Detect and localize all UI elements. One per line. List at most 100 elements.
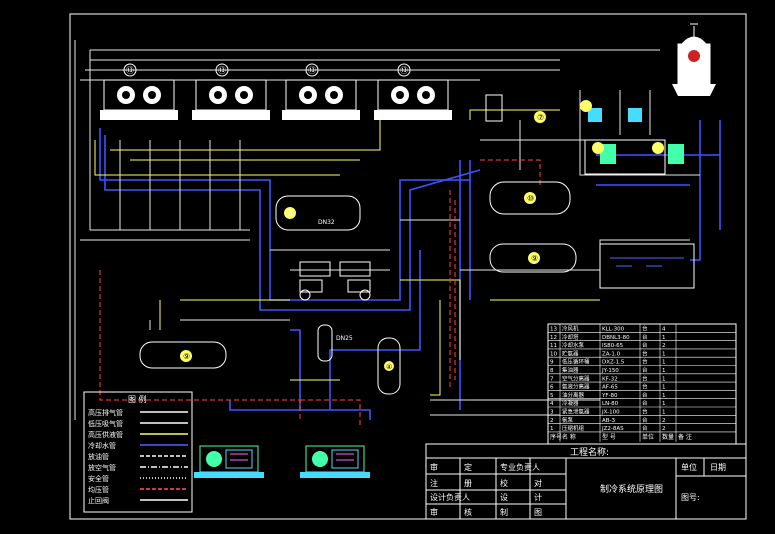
title-cell: 专业负责人 <box>500 462 540 472</box>
title-cell: 设 <box>500 492 508 502</box>
parts-cell: 10 <box>550 351 557 357</box>
air-cooler-4: ⑬ <box>374 63 452 120</box>
label-dn25: DN25 <box>336 335 353 342</box>
parts-cell: 1 <box>550 426 554 432</box>
air-cooler-3: ⑬ <box>282 63 360 120</box>
parts-cell: 1 <box>662 335 666 341</box>
parts-cell: 4 <box>550 401 554 407</box>
cooling-tower <box>672 23 716 96</box>
title-cell: 定 <box>464 462 472 472</box>
parts-cell: 11 <box>550 343 557 349</box>
parts-cell: DXZ-1.5 <box>602 360 625 366</box>
parts-header-cell: 数量 <box>662 433 674 441</box>
parts-cell: JZ2-8AS <box>601 426 624 432</box>
parts-header-cell: 型 号 <box>602 433 616 441</box>
title-cell: 图 <box>534 508 542 517</box>
parts-cell: 台 <box>642 391 648 399</box>
parts-cell: 3 <box>550 410 554 416</box>
title-cell: 校 <box>500 478 508 488</box>
parts-cell: 压缩机组 <box>562 424 585 432</box>
parts-cell: 8 <box>550 368 554 374</box>
parts-cell: 台 <box>642 424 648 432</box>
parts-cell: 7 <box>550 376 554 382</box>
parts-cell: 1 <box>662 368 666 374</box>
ammonia-release: DN25 <box>317 324 353 362</box>
legend-item-label: 高压供液管 <box>88 430 123 439</box>
parts-cell: YF-80 <box>601 393 618 399</box>
parts-row: 12 冷却塔 DBNL3-80 台 1 <box>548 333 736 341</box>
parts-cell: ZA-1.0 <box>602 351 621 357</box>
parts-cell: 台 <box>642 399 648 407</box>
tag-receiver: ⑩ <box>527 194 534 203</box>
parts-cell: 2 <box>662 426 666 432</box>
title-cell: 审 <box>430 462 438 472</box>
parts-cell: KLL-300 <box>602 327 625 333</box>
parts-cell: IS80-65 <box>602 343 624 349</box>
parts-cell: 集油器 <box>562 366 579 374</box>
parts-cell: 1 <box>662 385 666 391</box>
water-piping <box>99 120 721 420</box>
legend-item-label: 放空气管 <box>88 463 116 472</box>
parts-cell: 冷凝器 <box>562 399 579 407</box>
parts-cell: 4 <box>662 327 666 333</box>
parts-cell: 2 <box>662 343 666 349</box>
legend-item-label: 均压管 <box>88 485 109 494</box>
legend-item: 低压吸气管 <box>88 419 188 428</box>
parts-cell: 台 <box>642 341 648 349</box>
legend-item-label: 高压排气管 <box>88 408 123 417</box>
parts-cell: 1 <box>662 410 666 416</box>
tag-cooler-4: ⑬ <box>400 66 408 75</box>
label-dn32: DN32 <box>318 219 335 226</box>
parts-header-cell: 名 称 <box>562 433 576 441</box>
parts-cell: 1 <box>662 360 666 366</box>
air-cooler-1: ⑬ <box>100 63 178 120</box>
parts-cell: 12 <box>550 335 557 341</box>
title-cell: 册 <box>464 479 472 488</box>
unit-label: 单位 <box>681 462 697 472</box>
drawing-no-label: 图号: <box>681 493 700 502</box>
compressor-units <box>194 445 370 478</box>
parts-cell: 空气分离器 <box>562 374 590 382</box>
parts-cell: DBNL3-80 <box>602 335 630 341</box>
legend-item: 高压供液管 <box>88 430 188 439</box>
drawing-frame <box>69 13 747 520</box>
parts-cell: 冷却塔 <box>562 333 579 341</box>
oil-separator: ⑤ DN32 <box>275 195 361 231</box>
low-circulation-drum: ⑨ <box>489 243 577 273</box>
title-block <box>425 443 747 520</box>
parts-cell: 台 <box>642 408 648 416</box>
parts-header-cell: 备 注 <box>678 433 692 441</box>
tag-air-separator: ⑦ <box>537 113 544 122</box>
tag-low-drum: ⑨ <box>183 352 190 361</box>
parts-cell: 油分离器 <box>562 391 585 399</box>
title-cell: 对 <box>534 478 542 488</box>
parts-cell: 台 <box>642 383 648 391</box>
parts-cell: 2 <box>662 418 666 424</box>
parts-cell: 台 <box>642 333 648 341</box>
parts-header: 序号名 称型 号单位数量备 注 <box>550 433 692 441</box>
legend-item-label: 安全管 <box>88 474 109 483</box>
parts-cell: JY-150 <box>601 368 619 374</box>
tag-cooler-1: ⑬ <box>126 66 134 75</box>
low-pressure-drum: ⑨ <box>139 341 227 369</box>
parts-cell: 台 <box>642 366 648 374</box>
drawing-title: 制冷系统原理图 <box>600 483 663 495</box>
legend-item: 冷却水管 <box>88 441 188 450</box>
parts-cell: 氨液分离器 <box>562 383 590 391</box>
parts-cell: JX-100 <box>601 410 620 416</box>
title-cell: 核 <box>464 507 472 517</box>
legend-item: 放油管 <box>88 452 188 461</box>
parts-cell: 冷风机 <box>562 325 579 333</box>
parts-cell: 低压循环桶 <box>562 358 590 366</box>
